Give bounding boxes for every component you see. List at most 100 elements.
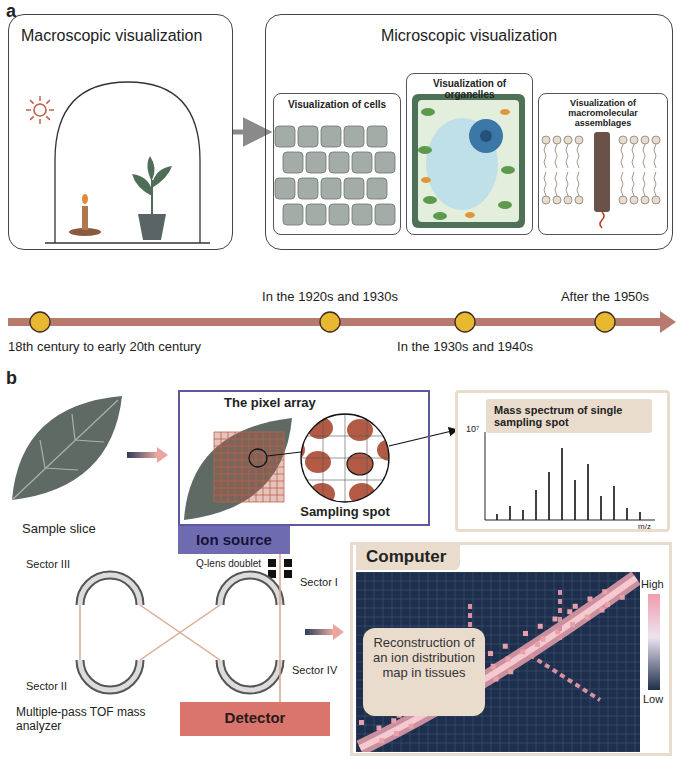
- category-box: Visualization of cells: [273, 93, 401, 235]
- pixel-line: [214, 488, 284, 489]
- chloroplast: [418, 146, 432, 154]
- node-text: Ion source: [182, 531, 286, 548]
- lipid-tail: [544, 144, 546, 196]
- q-lens: [284, 559, 292, 567]
- bell-jar: [55, 82, 200, 243]
- label: Sampling spot: [290, 505, 400, 520]
- heatmap-cell: [600, 608, 605, 613]
- node-text: Mass spectrum of single sampling spot: [486, 399, 652, 433]
- spot-grid: [301, 480, 389, 481]
- zoom-circle-bg: [301, 414, 389, 502]
- heatmap-grid: [356, 752, 640, 753]
- pixel-line: [214, 495, 284, 496]
- timeline-dot: [320, 312, 340, 332]
- label: Sector II: [26, 680, 67, 693]
- lipid-tail: [621, 144, 623, 196]
- heatmap-cell: [377, 726, 382, 731]
- heatmap-cell: [553, 617, 558, 622]
- organelles: [418, 108, 515, 220]
- sun-ray: [30, 116, 34, 120]
- vacuole: [426, 118, 498, 210]
- heatmap-grid: [356, 743, 640, 744]
- heatmap-cell: [409, 724, 414, 729]
- ion-branch: [470, 590, 600, 700]
- plant-cell: [375, 204, 395, 225]
- lipid-head: [553, 136, 561, 144]
- heatmap-cell: [359, 720, 364, 725]
- cytoplasm: [418, 100, 519, 222]
- lipid-head: [619, 136, 627, 144]
- plant-cell: [329, 204, 349, 225]
- result-box: Reconstruction of an ion distribution ma…: [363, 628, 485, 716]
- membrane-protein: [594, 132, 610, 212]
- heatmap-cell: [538, 624, 543, 629]
- ion-beam: [279, 554, 281, 702]
- sun-ray: [46, 116, 50, 120]
- pixel-line: [214, 502, 284, 503]
- cell-grid: [275, 126, 395, 225]
- heatmap-cell: [605, 602, 610, 607]
- spectrum-peak: [535, 490, 537, 520]
- node-text: Microscopic visualization: [276, 27, 662, 45]
- heatmap-cells: [356, 572, 640, 752]
- color-bar: [648, 594, 660, 690]
- lipid-tail: [566, 144, 568, 196]
- heatmap-cell: [379, 738, 384, 743]
- heatmap-cell: [585, 615, 590, 620]
- label: High: [641, 578, 664, 591]
- heatmap-grid: [356, 572, 640, 573]
- chloroplast: [498, 201, 512, 209]
- heatmap-cell: [394, 731, 399, 736]
- heatmap-cell: [520, 649, 525, 654]
- heatmap-cell: [620, 595, 625, 600]
- heatmap-cell: [567, 609, 572, 614]
- label: Sector IV: [292, 664, 337, 677]
- label: Low: [643, 693, 663, 706]
- plant-cell: [306, 152, 326, 173]
- timeline-dot: [595, 312, 615, 332]
- zoom-leader: [267, 452, 301, 456]
- lipid-head: [630, 136, 638, 144]
- heatmap-cell: [588, 597, 593, 602]
- panel-box: Microscopic visualizationVisualization o…: [265, 14, 673, 250]
- plant-leaves: [132, 156, 172, 196]
- panel-letter: a: [6, 1, 16, 22]
- pixel-line: [277, 432, 278, 502]
- lipid-head: [564, 136, 572, 144]
- heatmap-cell: [506, 657, 511, 662]
- heatmap-cell: [491, 664, 496, 669]
- spot-marker: [249, 449, 267, 467]
- heatmap-cell: [523, 631, 528, 636]
- sampling-spot: [347, 453, 373, 475]
- label: After the 1950s: [540, 290, 670, 305]
- spectrum-peak: [600, 496, 602, 520]
- y-axis: [485, 432, 486, 520]
- sun-ray: [46, 100, 50, 104]
- spectrum-peak: [548, 472, 550, 520]
- pixel-line: [263, 432, 264, 502]
- pixel-line: [284, 432, 285, 502]
- lipid-head: [553, 196, 561, 204]
- sampling-spot: [305, 451, 331, 473]
- ion-source-box: Ion source: [178, 526, 290, 554]
- pixel-grid: [214, 432, 284, 502]
- sampling-spot: [309, 483, 335, 505]
- sample-leaf: [12, 396, 122, 500]
- mitochondrion: [500, 109, 510, 115]
- leaf-veins: [12, 400, 118, 500]
- spectrum-peak: [639, 512, 641, 520]
- lipid-tail: [643, 144, 645, 196]
- heatmap-cell: [494, 677, 499, 682]
- label: In the 1920s and 1930s: [240, 290, 420, 305]
- plant-cell: [367, 178, 387, 199]
- plant-cell: [283, 204, 303, 225]
- plant-cell: [329, 152, 349, 173]
- lipid-head: [641, 196, 649, 204]
- lipid-head: [542, 136, 550, 144]
- plant-cell: [344, 126, 364, 147]
- heatmap-cell: [488, 651, 493, 656]
- lipid-head: [652, 136, 660, 144]
- lipid-head: [630, 196, 638, 204]
- process-arrowhead: [333, 624, 344, 640]
- node-text: Visualization of organelles: [410, 78, 529, 100]
